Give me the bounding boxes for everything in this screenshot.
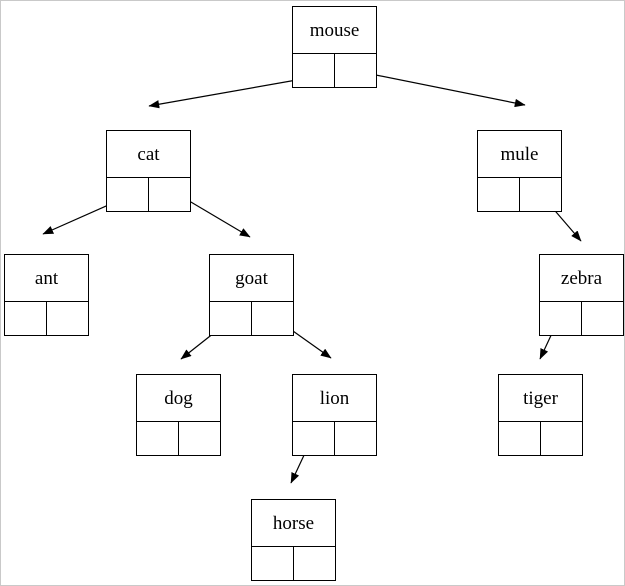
left-pointer-cell-dog[interactable] xyxy=(137,422,179,455)
node-label-horse: horse xyxy=(252,500,335,547)
tree-node-mouse[interactable]: mouse xyxy=(292,6,377,88)
node-label-cat: cat xyxy=(107,131,190,178)
node-label-lion: lion xyxy=(293,375,376,422)
node-pointer-cells-cat xyxy=(107,178,190,211)
tree-node-goat[interactable]: goat xyxy=(209,254,294,336)
right-pointer-cell-horse[interactable] xyxy=(293,547,335,580)
tree-node-lion[interactable]: lion xyxy=(292,374,377,456)
node-label-mule: mule xyxy=(478,131,561,178)
right-pointer-cell-mouse[interactable] xyxy=(334,54,376,87)
node-pointer-cells-lion xyxy=(293,422,376,455)
tree-node-zebra[interactable]: zebra xyxy=(539,254,624,336)
left-pointer-cell-horse[interactable] xyxy=(252,547,294,580)
node-label-goat: goat xyxy=(210,255,293,302)
node-pointer-cells-ant xyxy=(5,302,88,335)
node-label-zebra: zebra xyxy=(540,255,623,302)
left-pointer-cell-tiger[interactable] xyxy=(499,422,541,455)
tree-node-ant[interactable]: ant xyxy=(4,254,89,336)
right-pointer-cell-ant[interactable] xyxy=(46,302,88,335)
left-pointer-cell-mule[interactable] xyxy=(478,178,520,211)
right-pointer-cell-mule[interactable] xyxy=(519,178,561,211)
tree-node-tiger[interactable]: tiger xyxy=(498,374,583,456)
right-pointer-cell-tiger[interactable] xyxy=(540,422,582,455)
right-pointer-cell-dog[interactable] xyxy=(178,422,220,455)
left-pointer-cell-cat[interactable] xyxy=(107,178,149,211)
node-pointer-cells-horse xyxy=(252,547,335,580)
node-pointer-cells-dog xyxy=(137,422,220,455)
pointer-edge-mouse-right-to-mule xyxy=(360,71,526,108)
node-pointer-cells-mule xyxy=(478,178,561,211)
node-pointer-cells-tiger xyxy=(499,422,582,455)
left-pointer-cell-lion[interactable] xyxy=(293,422,335,455)
left-pointer-cell-goat[interactable] xyxy=(210,302,252,335)
right-pointer-cell-cat[interactable] xyxy=(148,178,190,211)
tree-node-cat[interactable]: cat xyxy=(106,130,191,212)
left-pointer-cell-mouse[interactable] xyxy=(293,54,335,87)
right-pointer-cell-goat[interactable] xyxy=(251,302,293,335)
tree-node-mule[interactable]: mule xyxy=(477,130,562,212)
tree-node-horse[interactable]: horse xyxy=(251,499,336,581)
tree-node-dog[interactable]: dog xyxy=(136,374,221,456)
node-label-tiger: tiger xyxy=(499,375,582,422)
node-pointer-cells-mouse xyxy=(293,54,376,87)
left-pointer-cell-ant[interactable] xyxy=(5,302,47,335)
node-label-mouse: mouse xyxy=(293,7,376,54)
node-pointer-cells-zebra xyxy=(540,302,623,335)
right-pointer-cell-lion[interactable] xyxy=(334,422,376,455)
left-pointer-cell-zebra[interactable] xyxy=(540,302,582,335)
node-label-ant: ant xyxy=(5,255,88,302)
node-pointer-cells-goat xyxy=(210,302,293,335)
right-pointer-cell-zebra[interactable] xyxy=(581,302,623,335)
node-label-dog: dog xyxy=(137,375,220,422)
